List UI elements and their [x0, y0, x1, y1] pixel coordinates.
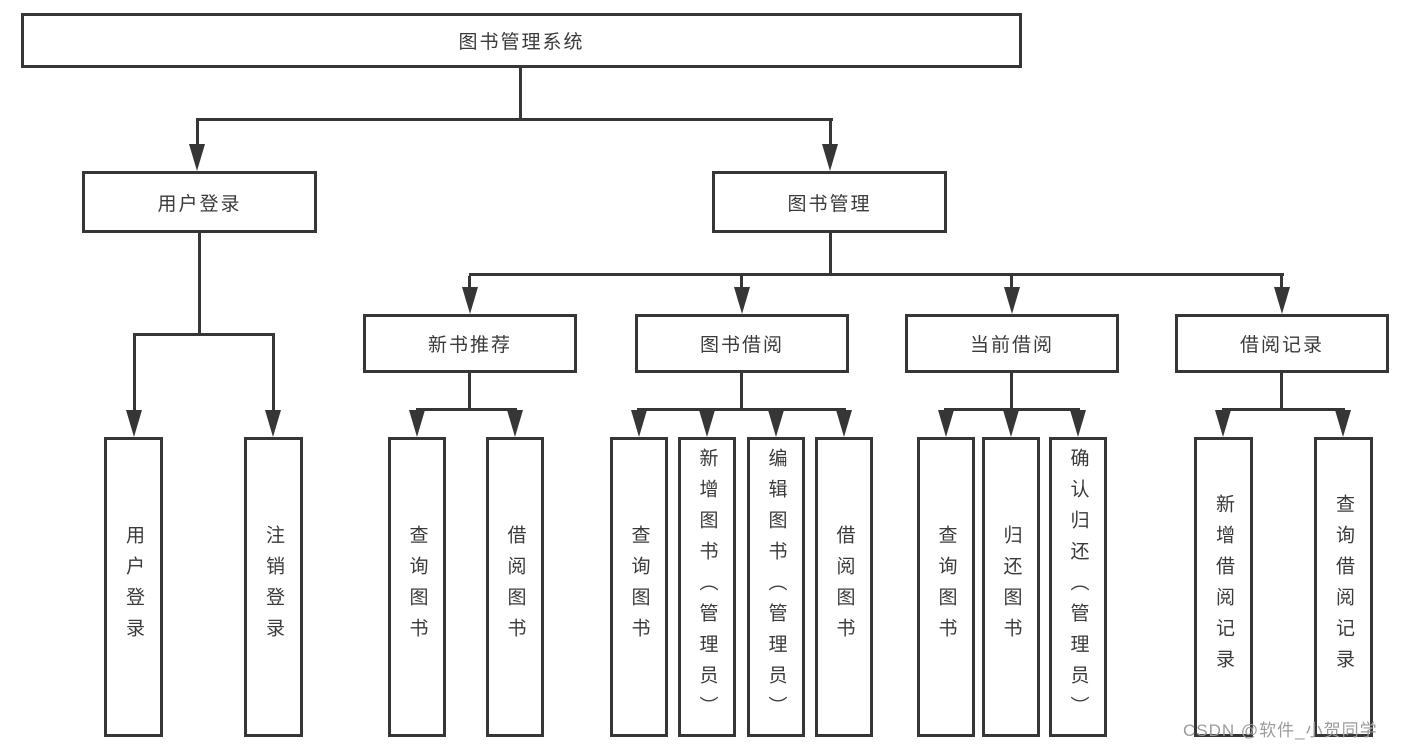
connector-leaf-logout-drop	[272, 336, 275, 412]
node-label: 查询图书	[628, 525, 650, 649]
node-label: 确认归还（管理员）	[1067, 447, 1089, 727]
node-label: 归还图书	[1000, 525, 1022, 649]
node-label: 用户登录	[157, 193, 242, 215]
arrowhead-new-book	[462, 287, 478, 314]
arrowhead-borrow-record	[1274, 287, 1290, 314]
leaf-nb-query-books: 查询图书	[388, 437, 446, 737]
leaf-bb-edit-books-admin: 编辑图书（管理员）	[747, 437, 805, 737]
connector-level2-rail	[196, 118, 833, 121]
arrowhead-cb-query	[938, 410, 954, 437]
arrowhead-bb-borrow	[836, 410, 852, 437]
connector-root-drop	[519, 68, 522, 120]
node-label: 查询图书	[935, 525, 957, 649]
leaf-br-query-record: 查询借阅记录	[1314, 437, 1373, 737]
connector-book-borrow-rail	[637, 408, 846, 411]
node-borrow-record: 借阅记录	[1175, 314, 1389, 373]
arrowhead-bb-query	[631, 410, 647, 437]
node-new-book-recommend: 新书推荐	[363, 314, 577, 373]
arrowhead-cb-return	[1003, 410, 1019, 437]
connector-user-login-drop	[196, 120, 199, 148]
leaf-br-add-record: 新增借阅记录	[1194, 437, 1253, 737]
arrowhead-book-mgmt	[822, 144, 838, 171]
node-book-management: 图书管理	[712, 171, 947, 233]
connector-book-borrow-drop	[740, 276, 743, 290]
leaf-logout-login: 注销登录	[244, 437, 303, 737]
connector-book-mgmt-drop	[829, 120, 832, 148]
node-label: 新增借阅记录	[1213, 494, 1234, 680]
arrowhead-nb-query	[409, 410, 425, 437]
arrowhead-current-borrow	[1004, 287, 1020, 314]
connector-level3-rail	[469, 273, 1284, 276]
csdn-watermark: CSDN @软件_小贺同学	[1183, 721, 1378, 740]
node-label: 用户登录	[123, 525, 144, 649]
node-current-borrow: 当前借阅	[905, 314, 1119, 373]
arrowhead-br-query	[1335, 410, 1351, 437]
leaf-cb-return-books: 归还图书	[982, 437, 1040, 737]
arrowhead-leaf-logout	[265, 410, 281, 437]
connector-borrow-record-branch-drop	[1280, 373, 1283, 408]
leaf-cb-confirm-return-admin: 确认归还（管理员）	[1049, 437, 1107, 737]
connector-current-borrow-branch-drop	[1010, 373, 1013, 408]
connector-user-login-branch-drop	[198, 233, 201, 333]
node-label: 编辑图书（管理员）	[765, 447, 787, 727]
node-label: 借阅记录	[1239, 335, 1324, 356]
node-label: 注销登录	[263, 525, 284, 649]
connector-new-book-branch-drop	[468, 373, 471, 408]
node-user-login: 用户登录	[82, 171, 317, 233]
leaf-nb-borrow-books: 借阅图书	[486, 437, 544, 737]
connector-book-mgmt-branch-drop	[829, 233, 832, 273]
leaf-bb-add-books-admin: 新增图书（管理员）	[678, 437, 736, 737]
connector-borrow-record-rail	[1222, 408, 1345, 411]
node-label: 借阅图书	[833, 525, 855, 649]
node-label: 查询借阅记录	[1333, 494, 1354, 680]
node-root-library-system: 图书管理系统	[21, 13, 1022, 68]
node-label: 新书推荐	[427, 335, 512, 356]
node-label: 借阅图书	[504, 525, 526, 649]
arrowhead-user-login	[189, 144, 205, 171]
connector-new-book-rail	[416, 408, 517, 411]
connector-book-borrow-branch-drop	[740, 373, 743, 408]
arrowhead-bb-edit	[768, 410, 784, 437]
node-label: 查询图书	[406, 525, 428, 649]
arrowhead-nb-borrow	[507, 410, 523, 437]
node-label: 当前借阅	[969, 335, 1054, 356]
connector-current-borrow-drop	[1010, 276, 1013, 290]
connector-current-borrow-rail	[944, 408, 1080, 411]
connector-new-book-drop	[468, 276, 471, 290]
connector-borrow-record-drop	[1280, 276, 1283, 290]
node-label: 图书管理系统	[458, 32, 585, 53]
arrowhead-br-add	[1215, 410, 1231, 437]
arrowhead-bb-add	[699, 410, 715, 437]
arrowhead-cb-confirm	[1070, 410, 1086, 437]
node-book-borrow: 图书借阅	[635, 314, 849, 373]
node-label: 新增图书（管理员）	[696, 447, 718, 727]
node-label: 图书管理	[787, 193, 872, 215]
connector-leaf-user-login-drop	[133, 336, 136, 412]
leaf-cb-query-books: 查询图书	[917, 437, 975, 737]
connector-user-login-rail	[133, 333, 275, 336]
node-label: 图书借阅	[699, 335, 784, 356]
leaf-bb-query-books: 查询图书	[610, 437, 668, 737]
leaf-bb-borrow-books: 借阅图书	[815, 437, 873, 737]
arrowhead-leaf-user-login	[126, 410, 142, 437]
leaf-user-login: 用户登录	[104, 437, 163, 737]
arrowhead-book-borrow	[734, 287, 750, 314]
